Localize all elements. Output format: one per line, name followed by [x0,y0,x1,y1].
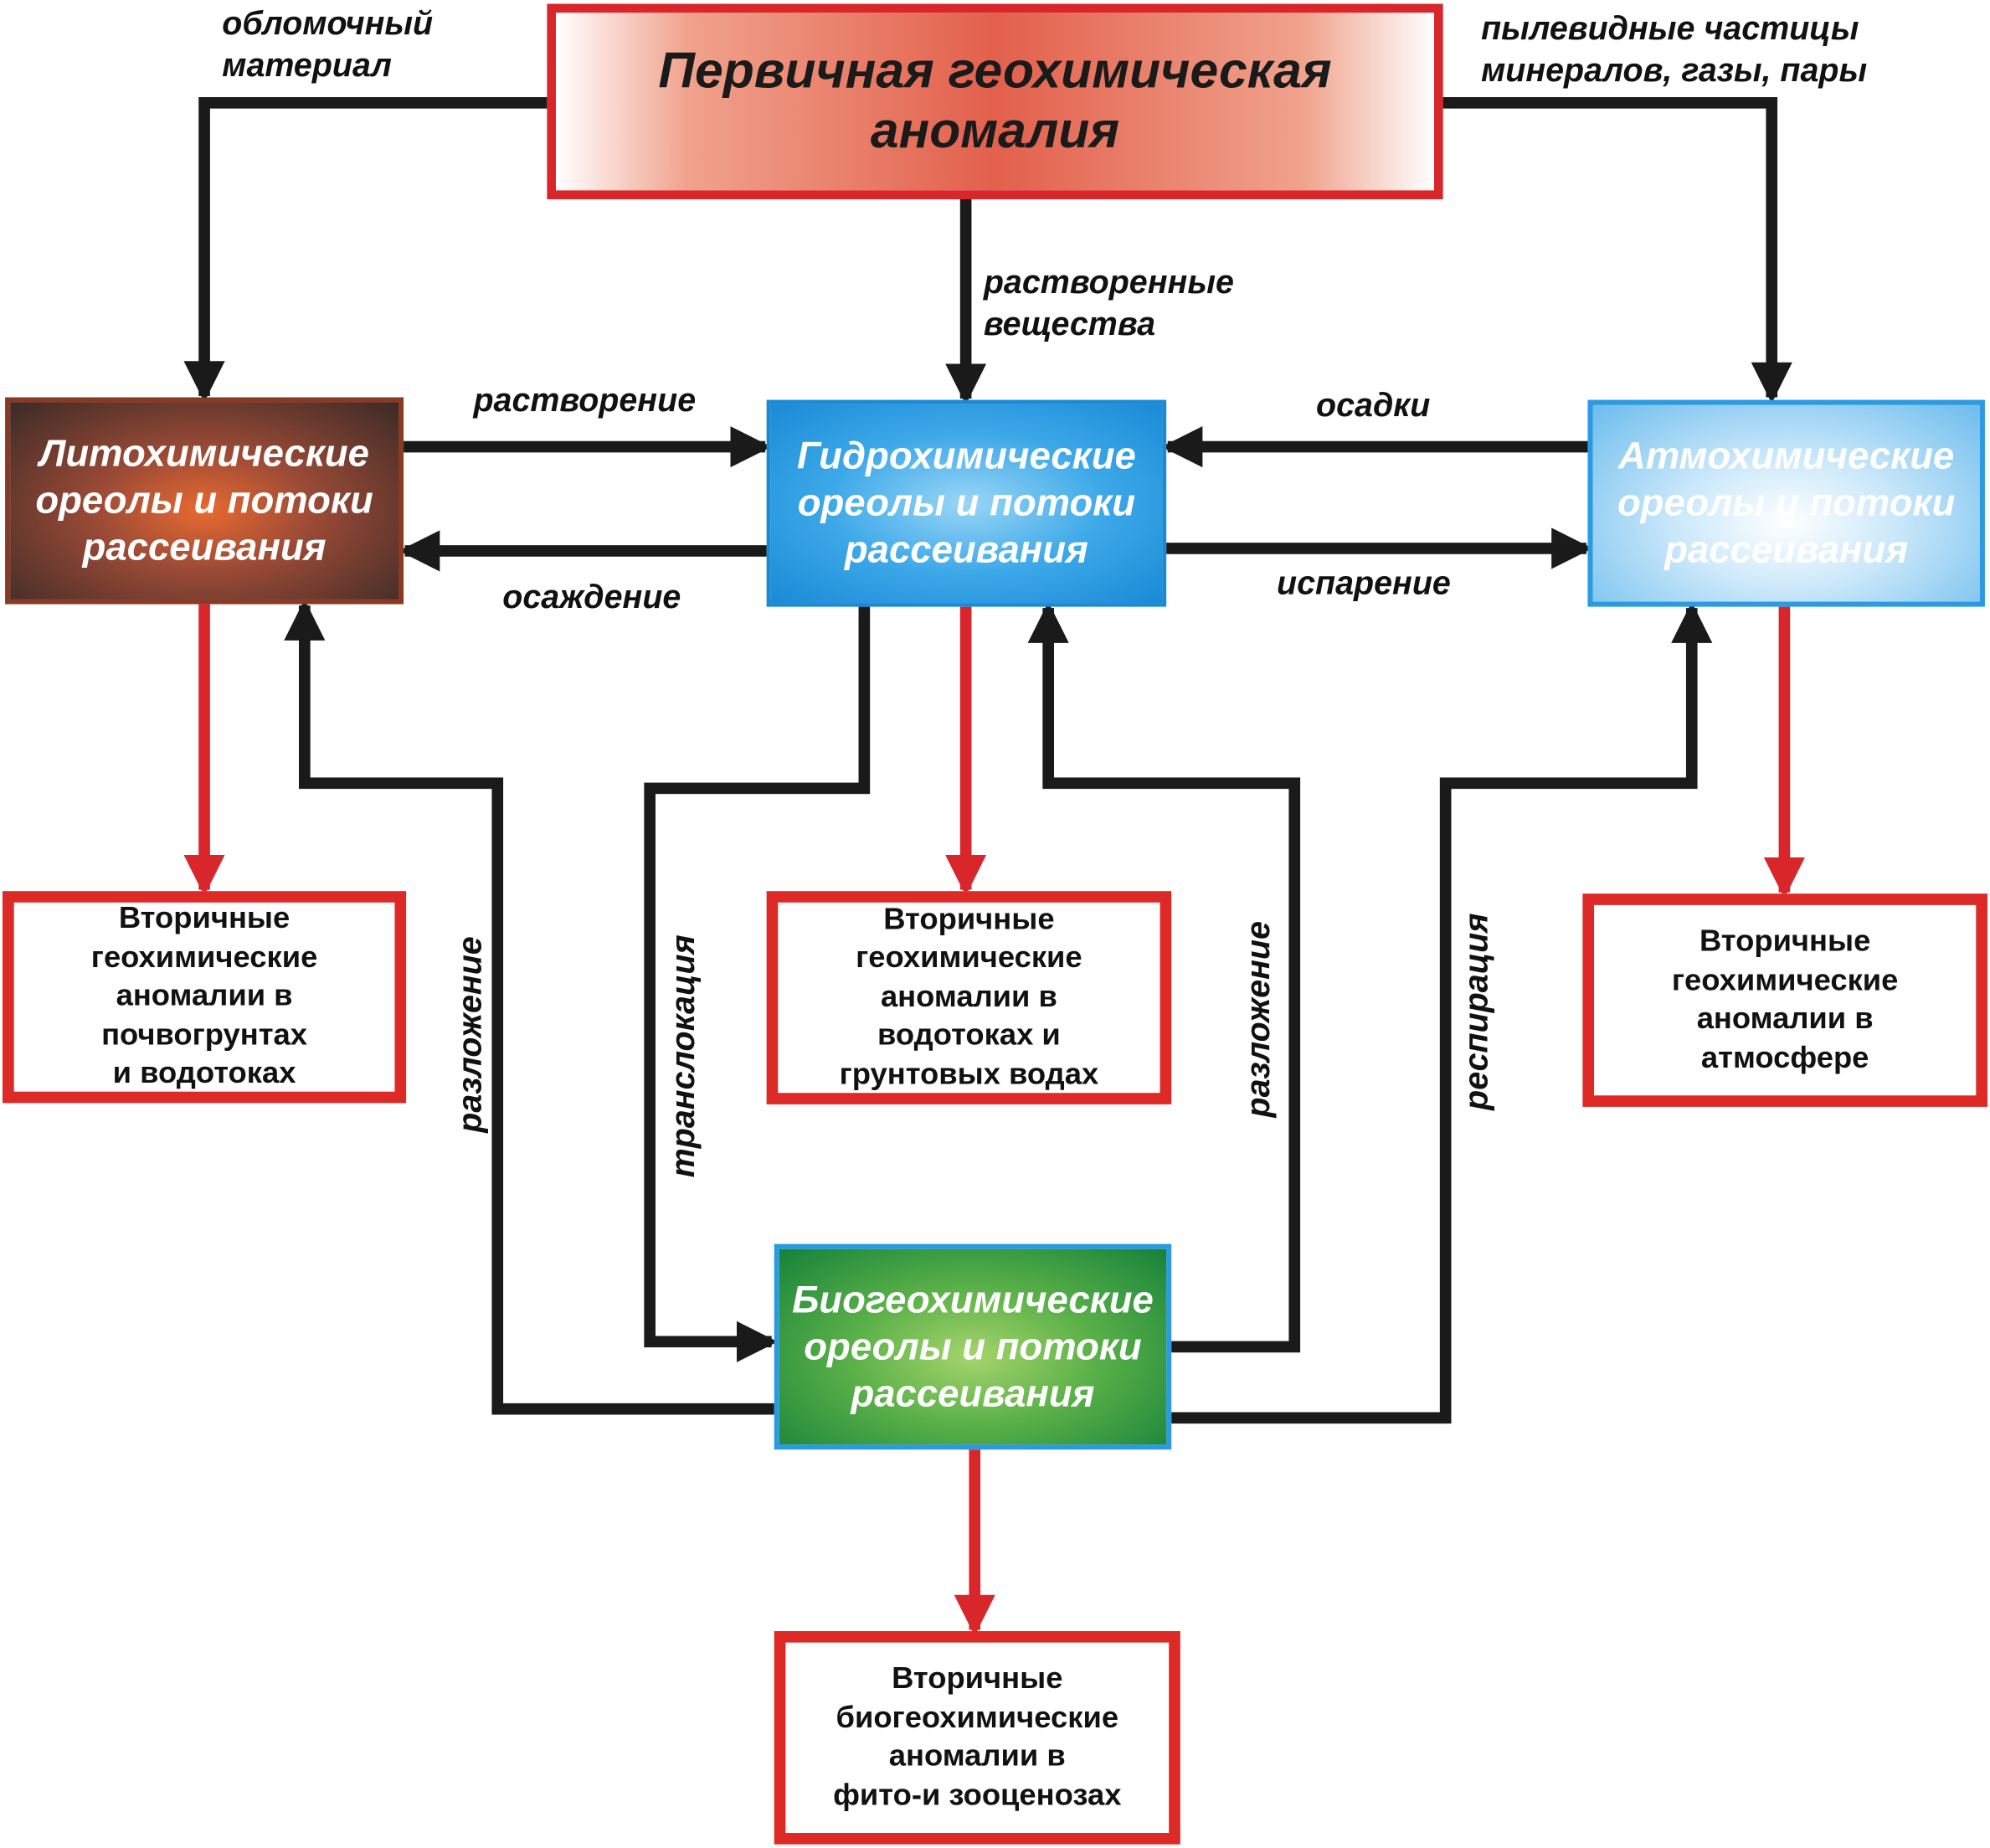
secondary-soil-line3: аномалии в [116,979,293,1014]
secondary-anomalies-water-box: Вторичные геохимические аномалии в водот… [766,891,1172,1104]
hydrochemical-label-line2: ореолы и потоки [797,482,1136,525]
arrow-respiration [1171,601,1713,1424]
label-dust-line1: пылевидные частицы [1481,8,1859,48]
arrow-translocation [644,606,871,1362]
arrow-dust-particles [1442,96,1792,404]
secondary-anomalies-atmosphere-box: Вторичные геохимические аномалии в атмос… [1582,893,1987,1107]
label-decomposition-left: разложение [450,936,489,1133]
biogeochemical-label-line3: рассеивания [851,1372,1095,1415]
secondary-soil-line2: геохимические [90,939,318,975]
secondary-soil-line1: Вторичные [118,901,291,936]
secondary-water-line3: аномалии в [880,979,1057,1014]
primary-anomaly-title-line1: Первичная геохимическая [658,43,1332,100]
label-dissolved-line1: растворенные [983,262,1234,301]
label-dust-line2: минералов, газы, пары [1481,50,1868,90]
secondary-biota-line4: фито-и зооценозах [833,1778,1122,1813]
atmochemical-label-line1: Атмохимические [1618,435,1955,477]
secondary-water-line5: грунтовых водах [839,1057,1099,1092]
secondary-atmosphere-line2: геохимические [1671,962,1899,997]
secondary-biota-line1: Вторичные [892,1661,1063,1696]
secondary-water-line4: водотоках и [877,1018,1061,1053]
atmochemical-halos-box: Атмохимические ореолы и потоки рассеиван… [1587,399,1985,607]
hydrochemical-label-line1: Гидрохимические [796,435,1136,477]
secondary-atmosphere-line4: атмосфере [1700,1040,1869,1075]
label-decomposition-right: разложение [1238,921,1278,1118]
label-dissolution: растворение [473,380,697,420]
lithochemical-halos-box: Литохимические ореолы и потоки рассеиван… [5,397,404,605]
secondary-biota-line3: аномалии в [888,1738,1066,1773]
label-clastic-line2: материал [222,45,392,85]
label-dissolved-line2: вещества [983,304,1156,343]
primary-anomaly-box: Первичная геохимическая аномалия [547,3,1443,200]
atmochemical-label-line2: ореолы и потоки [1617,482,1956,525]
secondary-water-line1: Вторичные [883,902,1055,937]
label-clastic-material: обломочный материал [222,3,433,86]
secondary-soil-line5: и водотоках [112,1056,296,1091]
label-clastic-line1: обломочный [222,3,434,43]
secondary-anomalies-soil-box: Вторичные геохимические аномалии в почво… [3,891,407,1104]
arrow-clastic-material [183,96,548,403]
label-rainfall: осадки [1316,385,1431,425]
lithochemical-label-line1: Литохимические [39,432,369,475]
biogeochemical-label-line1: Биогеохимические [792,1279,1154,1321]
secondary-atmosphere-line1: Вторичные [1699,924,1871,959]
biogeochemical-label-line2: ореолы и потоки [804,1326,1142,1368]
label-respiration: респирация [1457,913,1495,1110]
label-dust-particles: пылевидные частицы минералов, газы, пары [1481,8,1867,91]
lithochemical-label-line3: рассеивания [82,527,327,569]
label-translocation: транслокация [663,934,702,1178]
hydrochemical-label-line3: рассеивания [844,529,1088,572]
secondary-anomalies-biota-box: Вторичные биогеохимические аномалии в фи… [774,1630,1180,1845]
secondary-soil-line4: почвогрунтах [101,1017,308,1053]
lithochemical-label-line2: ореолы и потоки [35,480,373,522]
primary-anomaly-title-line2: аномалия [870,102,1120,159]
secondary-atmosphere-line3: аномалии в [1696,1001,1874,1037]
label-dissolved-substances: растворенные вещества [984,261,1234,345]
hydrochemical-halos-box: Гидрохимические ореолы и потоки рассеива… [766,399,1167,607]
secondary-biota-line2: биогеохимические [836,1700,1119,1735]
atmochemical-label-line3: рассеивания [1664,529,1909,572]
arrow-decomposition-to-hydro [1027,601,1301,1353]
label-evaporation: испарение [1277,564,1451,602]
biogeochemical-halos-box: Биогеохимические ореолы и потоки рассеив… [774,1243,1172,1450]
arrow-decomposition-to-litho [284,599,774,1415]
secondary-water-line2: геохимические [856,940,1082,975]
label-chemical-precipitation: осаждение [502,577,681,616]
